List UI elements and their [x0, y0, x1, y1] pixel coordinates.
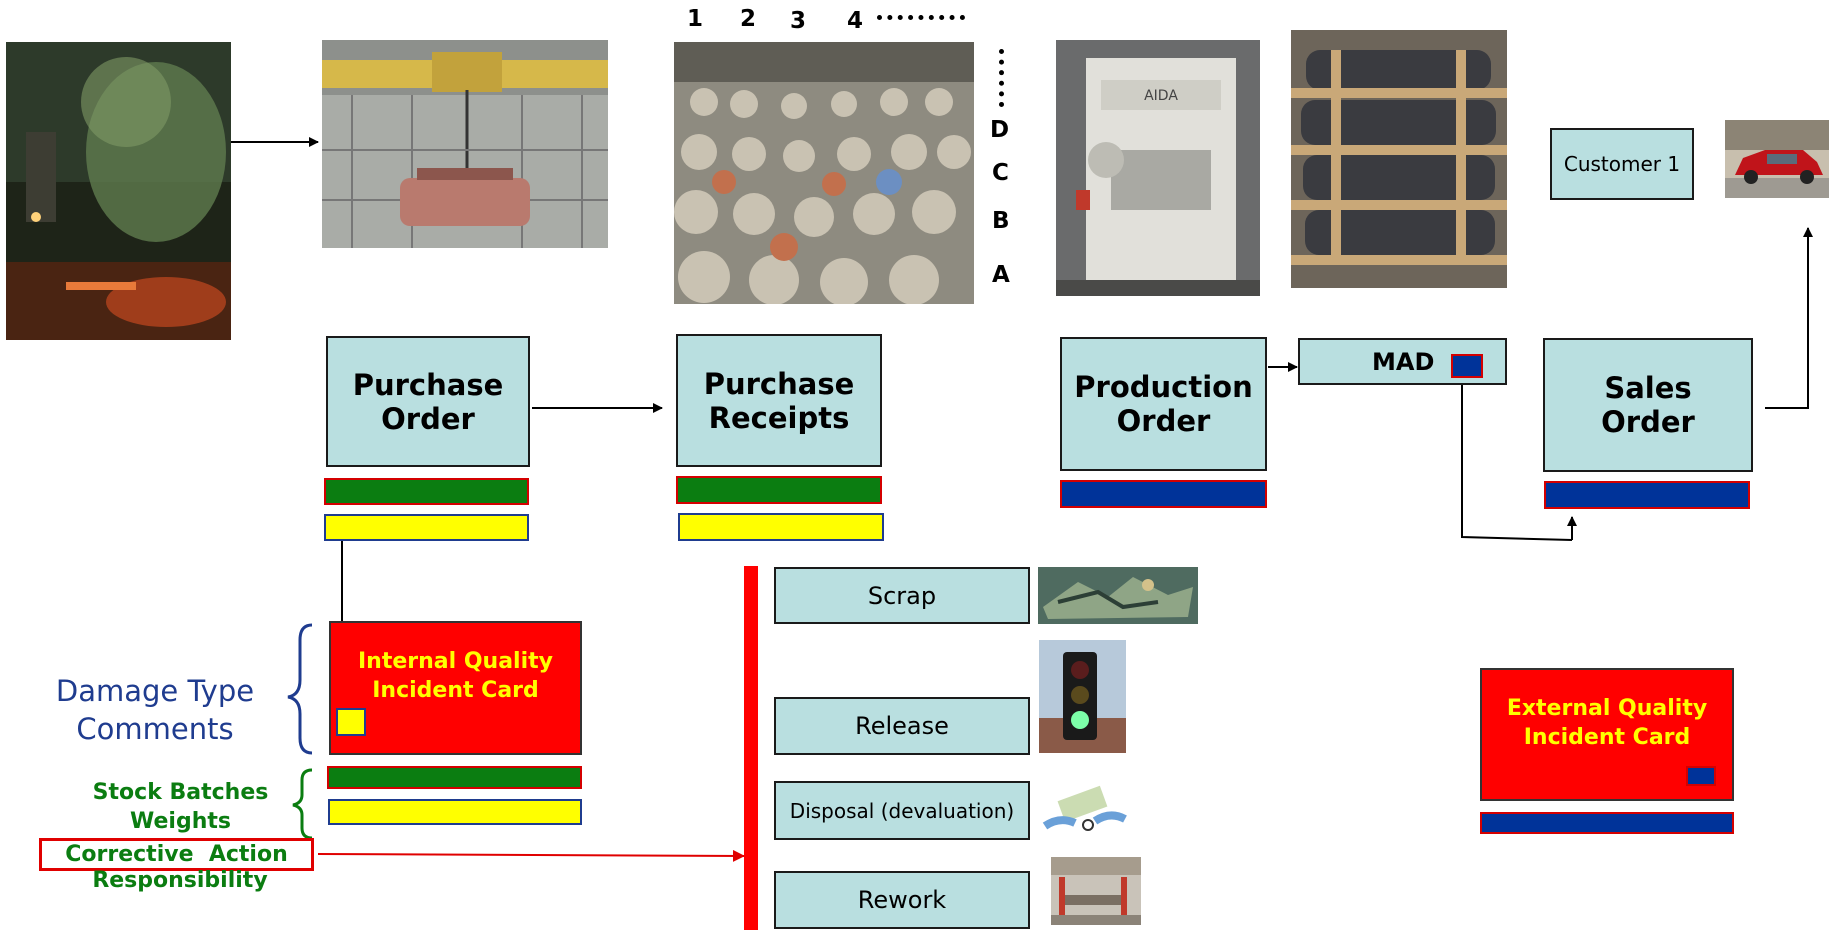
sales-order-blue-bar [1544, 481, 1750, 509]
stacked-coils-photo [1291, 30, 1507, 288]
grid-col-labels: 1 2 3 4 [672, 6, 972, 36]
sales-order-label: Sales Order [1601, 371, 1695, 439]
decision-disposal-box[interactable]: Disposal (devaluation) [774, 781, 1030, 840]
coil-warehouse-photo [674, 42, 974, 304]
internal-card-label: Internal Quality Incident Card [358, 649, 553, 703]
production-order-box[interactable]: Production Order [1060, 337, 1267, 471]
press-machine-photo: AIDA [1056, 40, 1260, 296]
mad-blue-tag [1451, 354, 1483, 378]
grid-row-a: A [992, 262, 1010, 288]
internal-card-green-bar [327, 766, 582, 789]
mad-label: MAD [1372, 347, 1435, 376]
arrow-corrective-to-decision [317, 849, 745, 862]
traffic-light-photo [1039, 640, 1126, 753]
corrective-action-box[interactable]: Corrective Action [39, 838, 314, 871]
brace-damage [287, 623, 313, 755]
scrap-metal-photo [1038, 567, 1198, 624]
decision-rework-box[interactable]: Rework [774, 871, 1030, 929]
brace-stock [292, 768, 313, 840]
external-card-label: External Quality Incident Card [1506, 696, 1708, 750]
purchase-order-yellow-bar [324, 514, 529, 541]
production-order-label: Production Order [1074, 370, 1253, 438]
arrow-sales-to-customer [1765, 227, 1813, 409]
purchase-receipts-label: Purchase Receipts [703, 366, 855, 435]
grid-row-c: C [992, 160, 1009, 186]
decision-rework-label: Rework [857, 886, 947, 914]
grid-col-2: 2 [740, 6, 757, 32]
grid-row-d: D [990, 117, 1010, 143]
decision-red-bar [744, 566, 758, 930]
internal-card-yellow-tag [336, 708, 366, 736]
grid-col-1: 1 [687, 6, 704, 32]
damage-type-comments: Damage Type Comments [55, 674, 255, 746]
grid-row-labels: D C B A [990, 45, 1020, 305]
grid-col-dots [877, 15, 965, 20]
responsibility-label: Responsibility [92, 868, 268, 893]
corrective-action-label: Corrective Action [65, 842, 288, 867]
overhead-crane-photo [322, 40, 608, 248]
production-order-blue-bar [1060, 480, 1267, 508]
customer-box: Customer 1 [1550, 128, 1694, 200]
decision-scrap-box[interactable]: Scrap [774, 567, 1030, 624]
decision-disposal-label: Disposal (devaluation) [789, 798, 1015, 823]
decision-scrap-label: Scrap [867, 581, 937, 610]
customer-label: Customer 1 [1563, 152, 1681, 176]
purchase-receipts-yellow-bar [678, 513, 884, 541]
external-card-blue-tag [1686, 766, 1716, 786]
decision-release-label: Release [855, 712, 949, 740]
grid-row-b: B [992, 208, 1010, 234]
workshop-photo [1051, 857, 1141, 925]
arrow-mad-to-sales-bar [1461, 373, 1573, 541]
grid-row-dots [999, 49, 1004, 107]
money-scissors-photo [1040, 781, 1128, 839]
sales-order-box[interactable]: Sales Order [1543, 338, 1753, 472]
steel-mill-photo [6, 42, 231, 340]
grid-col-3: 3 [790, 8, 807, 34]
grid-col-4: 4 [847, 8, 864, 34]
decision-release-box[interactable]: Release [774, 697, 1030, 755]
car-photo [1725, 120, 1829, 198]
purchase-receipts-green-bar [676, 476, 882, 504]
external-card-blue-bar [1480, 812, 1734, 834]
internal-card-yellow-bar [328, 799, 582, 825]
internal-quality-card[interactable]: Internal Quality Incident Card [329, 621, 582, 755]
stock-batches-weights: Stock Batches Weights [92, 780, 269, 834]
svg-text:AIDA: AIDA [1144, 88, 1178, 104]
purchase-order-box[interactable]: Purchase Order [326, 336, 530, 467]
purchase-order-label: Purchase Order [352, 367, 504, 436]
purchase-order-green-bar [324, 478, 529, 505]
purchase-receipts-box[interactable]: Purchase Receipts [676, 334, 882, 467]
